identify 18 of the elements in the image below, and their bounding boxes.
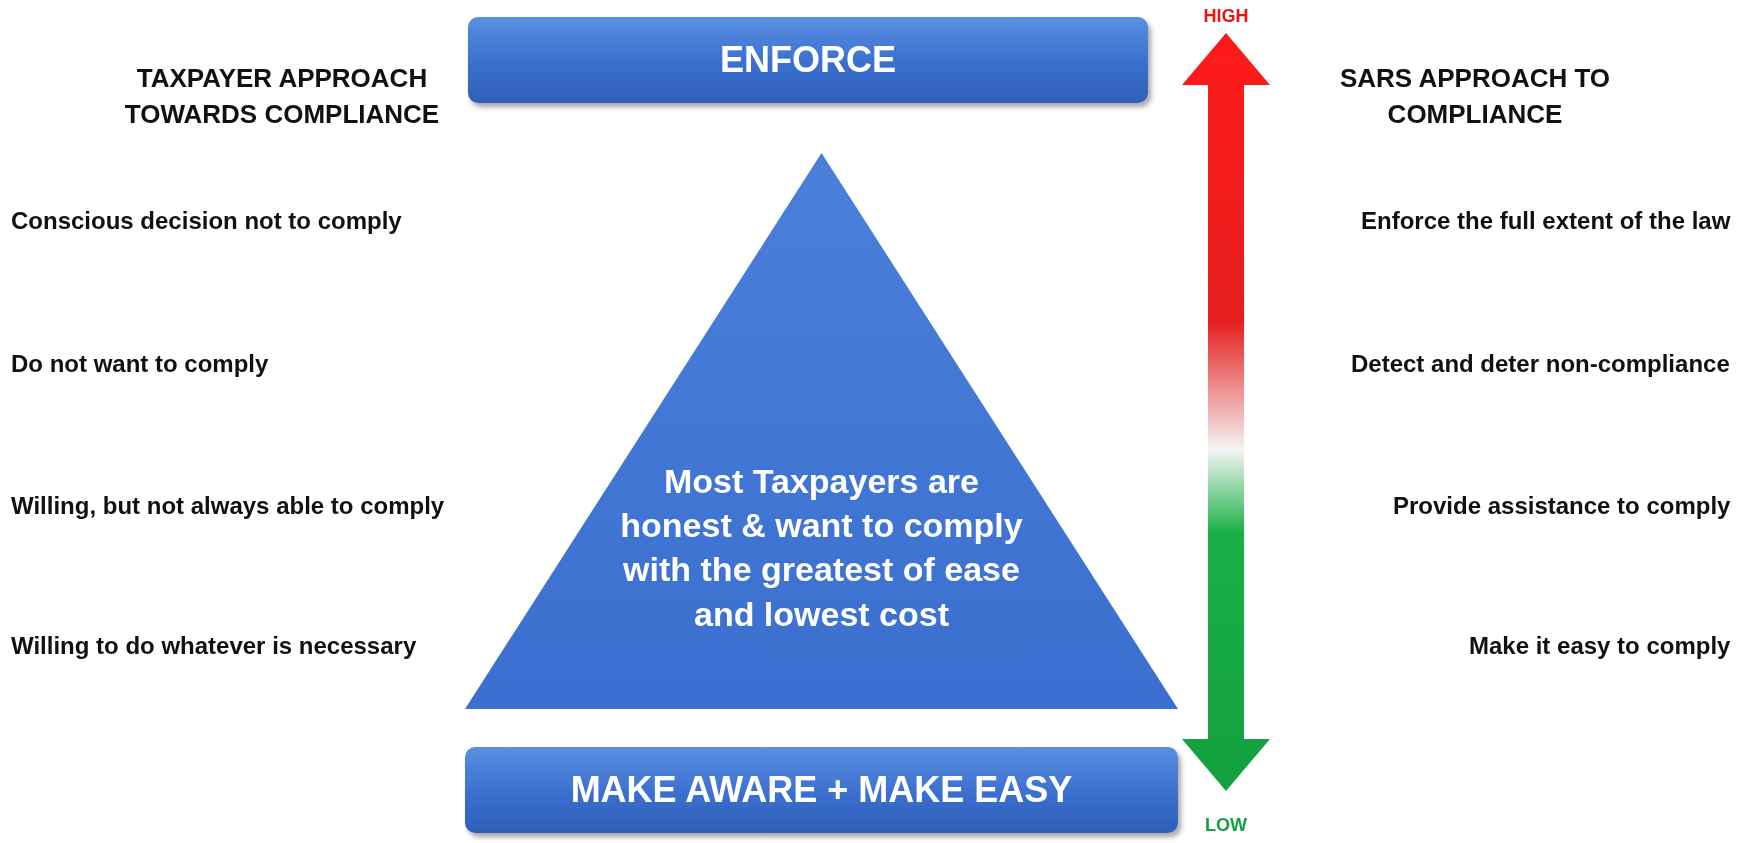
pyramid-triangle: [465, 153, 1178, 709]
scale-label: HIGH: [1203, 6, 1249, 28]
row-text: Willing to do whatever is necessary: [11, 632, 417, 661]
row-text: Enforce the full extent of the law: [1361, 207, 1731, 236]
pyramid-text: Most Taxpayers are honest & want to comply with the greatest of ease and lowest cost: [619, 461, 1024, 635]
column-heading: SARS APPROACH TO COMPLIANCE: [1338, 62, 1612, 132]
row-text: Conscious decision not to comply: [11, 207, 402, 236]
level-bar: [465, 747, 1178, 833]
scale-label: LOW: [1205, 815, 1247, 837]
row-text: Willing, but not always able to comply: [11, 492, 445, 521]
row-text: Make it easy to comply: [1469, 632, 1731, 661]
level-title: ENFORCE: [720, 39, 896, 81]
row-text: Provide assistance to comply: [1393, 492, 1731, 521]
column-heading: TAXPAYER APPROACH TOWARDS COMPLIANCE: [123, 62, 441, 132]
level-bar: [468, 17, 1148, 103]
row-text: Do not want to comply: [11, 350, 269, 379]
row-text: Detect and deter non-compliance: [1351, 350, 1730, 379]
level-title: MAKE AWARE + MAKE EASY: [570, 769, 1073, 811]
